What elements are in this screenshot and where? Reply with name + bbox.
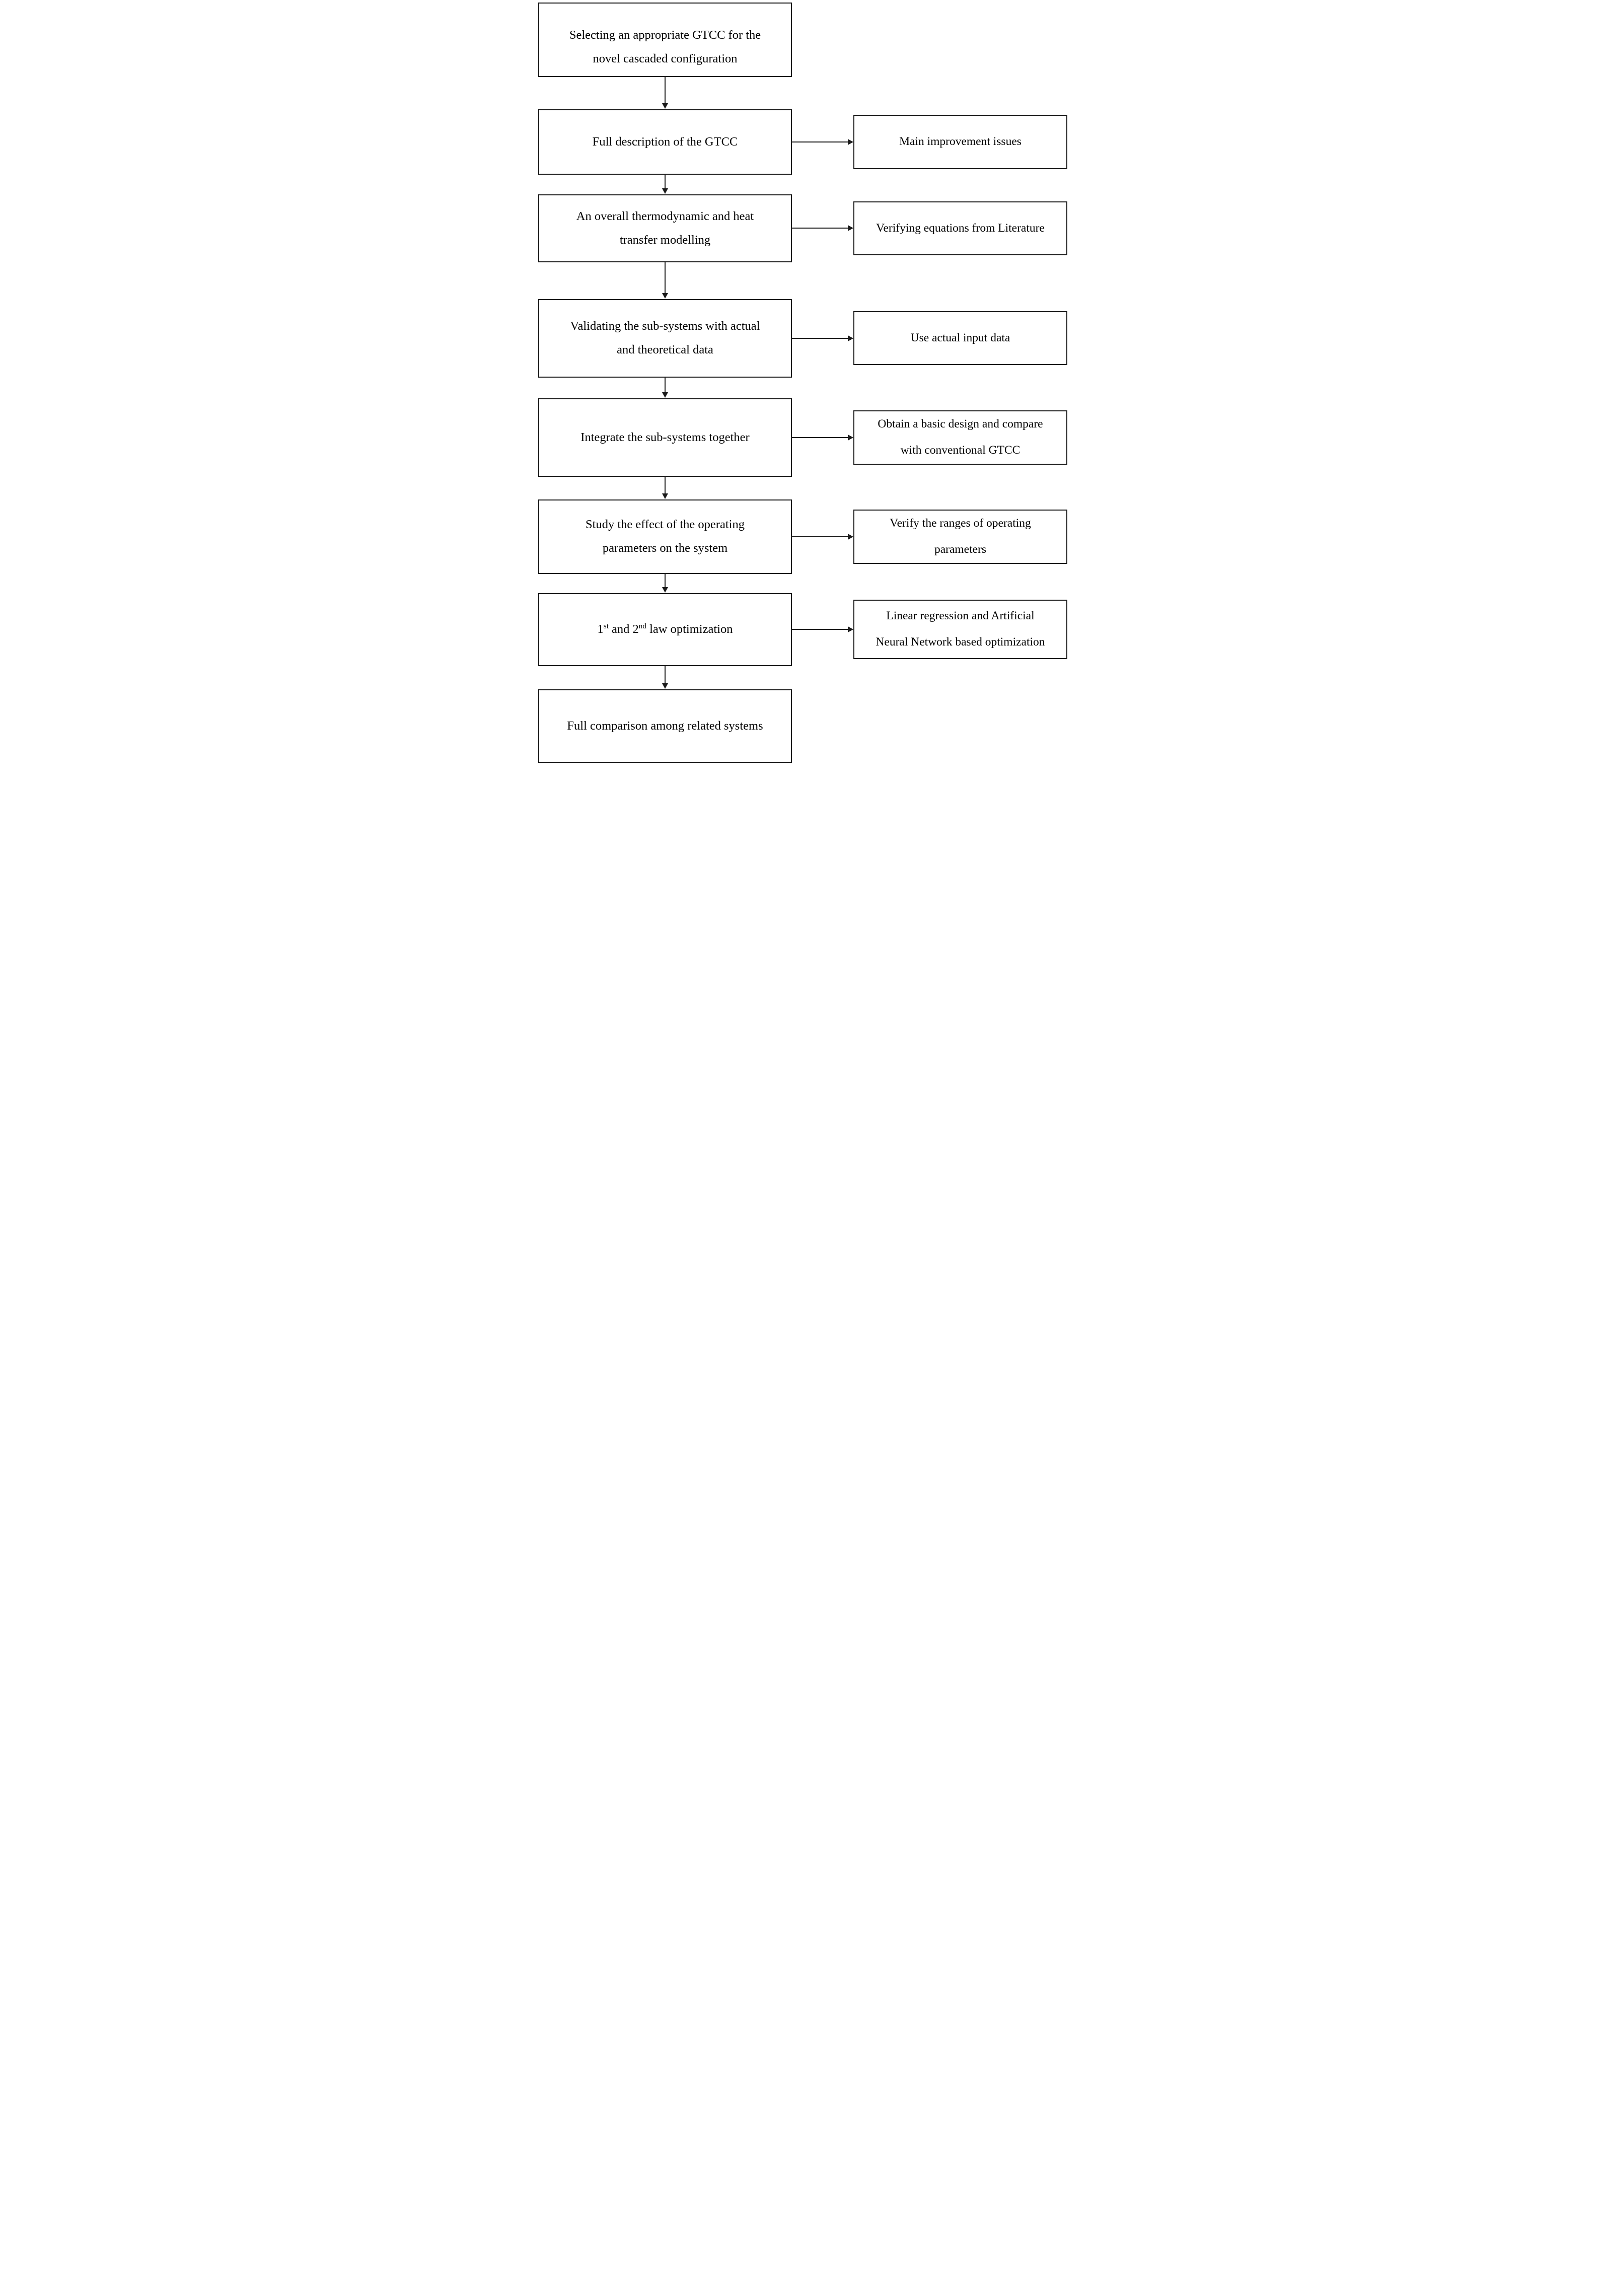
note-label: Verifying equations from Literature: [876, 221, 1045, 235]
step-label: 1st and 2nd law optimization: [598, 622, 733, 637]
flow-arrow-down-6: [662, 574, 668, 593]
step-7-optimization-box: 1st and 2nd law optimization: [538, 593, 792, 666]
connector-arrow-5: [792, 534, 853, 540]
note-label: Use actual input data: [910, 331, 1010, 344]
note-label: Verify the ranges of operating: [890, 517, 1031, 530]
step-label: and theoretical data: [617, 343, 713, 356]
step-label: An overall thermodynamic and heat: [576, 209, 754, 223]
note-operating-ranges-box: Verify the ranges of operating parameter…: [853, 510, 1067, 564]
step-label: transfer modelling: [619, 233, 711, 247]
note-verify-equations-box: Verifying equations from Literature: [853, 201, 1067, 255]
step-label: Selecting an appropriate GTCC for the: [569, 28, 761, 42]
step-label: Full description of the GTCC: [592, 134, 738, 149]
note-label: Obtain a basic design and compare: [878, 417, 1043, 431]
note-label: Main improvement issues: [899, 135, 1022, 149]
connector-arrow-4: [792, 435, 853, 441]
step-label-part: and 2: [608, 622, 639, 636]
step-label: Integrate the sub-systems together: [580, 430, 750, 444]
ordinal-superscript: nd: [638, 621, 646, 630]
ordinal-superscript: st: [603, 621, 609, 630]
step-label-part: 1: [597, 622, 604, 636]
step-8-comparison-box: Full comparison among related systems: [538, 689, 792, 763]
step-label: Full comparison among related systems: [567, 719, 763, 733]
note-label: parameters: [934, 543, 987, 556]
step-6-parametric-study-box: Study the effect of the operating parame…: [538, 499, 792, 574]
note-regression-ann-box: Linear regression and Artificial Neural …: [853, 600, 1067, 659]
step-label: Validating the sub-systems with actual: [570, 319, 760, 333]
flow-arrow-down-2: [662, 175, 668, 194]
connector-arrow-1: [792, 139, 853, 145]
step-label: novel cascaded configuration: [593, 52, 738, 65]
flow-arrow-down-1: [662, 77, 668, 109]
flowchart-canvas: Selecting an appropriate GTCC for the no…: [535, 0, 1069, 765]
note-label: with conventional GTCC: [900, 444, 1020, 457]
flow-arrow-down-5: [662, 477, 668, 499]
step-2-full-description-box: Full description of the GTCC: [538, 109, 792, 175]
step-3-thermo-modelling-box: An overall thermodynamic and heat transf…: [538, 194, 792, 262]
note-improvement-issues-box: Main improvement issues: [853, 115, 1067, 169]
step-4-validation-box: Validating the sub-systems with actual a…: [538, 299, 792, 378]
flow-arrow-down-4: [662, 378, 668, 398]
flow-arrow-down-3: [662, 262, 668, 299]
step-label: parameters on the system: [602, 541, 728, 555]
step-5-integration-box: Integrate the sub-systems together: [538, 398, 792, 477]
connector-arrow-3: [792, 335, 853, 341]
connector-arrow-6: [792, 626, 853, 632]
note-basic-design-box: Obtain a basic design and compare with c…: [853, 410, 1067, 465]
note-label: Neural Network based optimization: [876, 635, 1045, 649]
note-actual-input-data-box: Use actual input data: [853, 311, 1067, 365]
step-label: Study the effect of the operating: [586, 518, 745, 532]
flow-arrow-down-7: [662, 666, 668, 689]
connector-arrow-2: [792, 225, 853, 231]
step-label-part: law optimization: [646, 622, 733, 636]
note-label: Linear regression and Artificial: [886, 609, 1035, 623]
step-1-select-gtcc-box: Selecting an appropriate GTCC for the no…: [538, 3, 792, 77]
